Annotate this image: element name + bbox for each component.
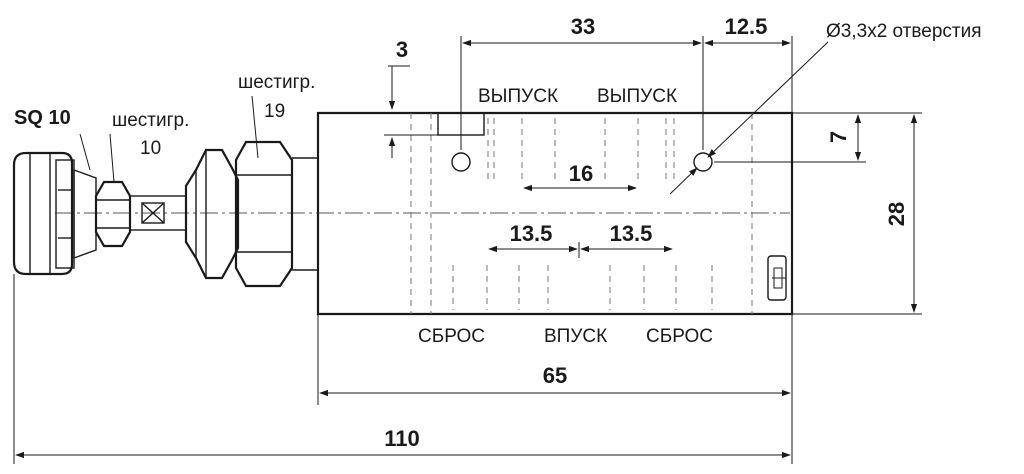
actuator-assembly	[12, 140, 319, 288]
hex-large-size: 19	[264, 101, 285, 122]
port-exhaust-left: СБРОС	[418, 326, 485, 347]
callouts: SQ 10 шестигр. 10 шестигр. 19	[14, 72, 315, 183]
port-outlet-right: ВЫПУСК	[597, 86, 677, 107]
dim-3-value: 3	[396, 37, 408, 62]
dim-65: 65	[317, 314, 791, 405]
holes-label: Ø3,3x2 отверстия	[826, 21, 982, 42]
hex-small-size: 10	[140, 138, 161, 159]
dim-13-5: 13.5 13.5	[488, 221, 673, 258]
dim-33: 33	[460, 14, 793, 150]
port-labels: ВЫПУСК ВЫПУСК СБРОС ВПУСК СБРОС	[418, 86, 713, 347]
dim-110-value: 110	[384, 426, 420, 451]
dim-12-5: 12.5	[704, 14, 791, 47]
dim-3: 3	[384, 37, 438, 158]
hex-small-label: шестигр.	[112, 110, 189, 131]
dim-13-5-left-value: 13.5	[510, 221, 553, 246]
dim-28: 28	[792, 112, 922, 315]
dim-16-value: 16	[569, 161, 593, 186]
dim-110: 110	[13, 274, 793, 464]
port-outlet-left: ВЫПУСК	[478, 86, 558, 107]
port-inlet: ВПУСК	[544, 326, 607, 347]
dim-16: 16	[523, 161, 637, 192]
port-exhaust-right: СБРОС	[646, 326, 713, 347]
sq-label: SQ 10	[14, 107, 71, 129]
dim-7: 7	[714, 112, 866, 163]
dim-28-value: 28	[884, 202, 909, 226]
dim-7-value: 7	[826, 131, 851, 143]
dim-12-5-value: 12.5	[725, 14, 768, 39]
hole-leader: Ø3,3x2 отверстия	[669, 21, 982, 195]
hex-large-label: шестигр.	[238, 72, 315, 93]
dim-13-5-right-value: 13.5	[610, 221, 653, 246]
dim-65-value: 65	[543, 363, 567, 388]
dim-33-value: 33	[571, 14, 595, 39]
